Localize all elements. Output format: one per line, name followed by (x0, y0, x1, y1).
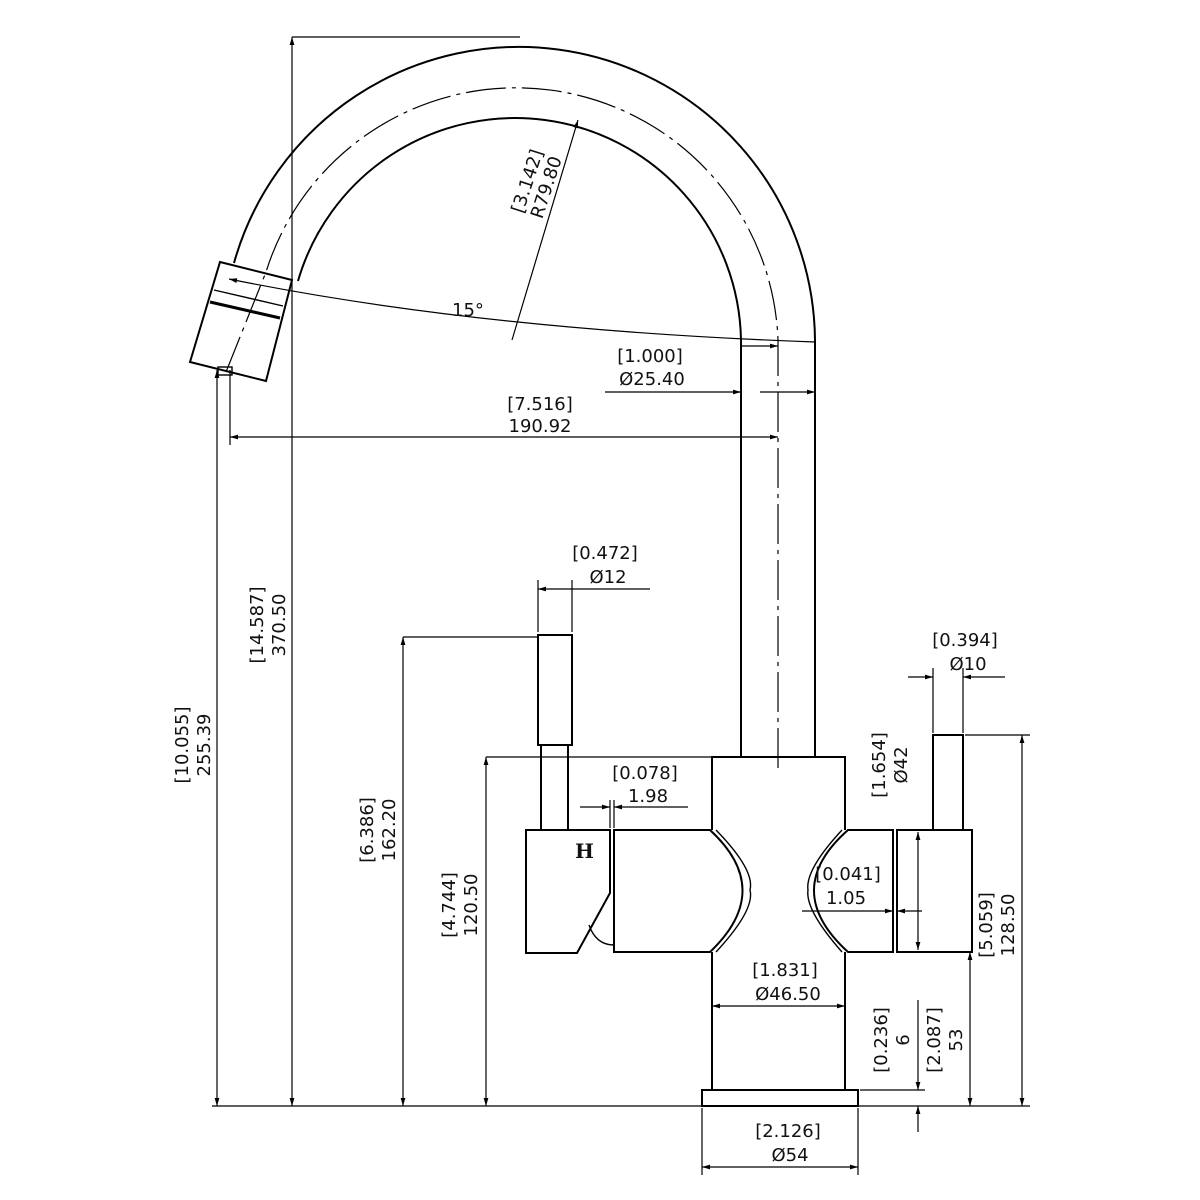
dim-spout-mm: Ø25.40 (619, 369, 685, 390)
angle-label: 15° (452, 300, 484, 321)
dim-column-dia-inch: [1.831] (752, 960, 818, 981)
body-top (711, 756, 846, 830)
dim-gap-mm: 1.98 (628, 786, 668, 807)
dim-reach-mm: 190.92 (509, 416, 572, 437)
dim-column-height-inch: [2.087] (924, 1007, 945, 1073)
dim-handle-height-mm: 162.20 (379, 799, 400, 862)
handle-fillet (588, 924, 615, 946)
dim-column-dia-mm: Ø46.50 (755, 984, 821, 1005)
dim-stem-dia-inch: [0.394] (932, 630, 998, 651)
dim-column-height-mm: 53 (946, 1029, 967, 1052)
dim-body-dia-mm: Ø42 (891, 746, 912, 783)
lever-handle: H (525, 634, 615, 954)
dim-outlet-inch: [10.055] (172, 706, 193, 783)
dim-body-dia-inch: [1.654] (869, 732, 890, 798)
dim-base-thick-inch: [0.236] (871, 1007, 892, 1073)
handle-block (525, 829, 611, 954)
handle-grip (537, 634, 573, 746)
dim-base-dia-inch: [2.126] (755, 1121, 821, 1142)
dim-outlet-mm: 255.39 (194, 714, 215, 777)
valve-body (613, 734, 973, 1107)
dim-right-height-mm: 128.50 (998, 894, 1019, 957)
dim-overall-mm: 370.50 (269, 594, 290, 657)
dim-body-height-mm: 120.50 (461, 874, 482, 937)
dim-base-dia-mm: Ø54 (771, 1145, 808, 1166)
nozzle-ring (209, 300, 281, 320)
dim-right-gap-mm: 1.05 (826, 888, 866, 909)
dim-handle-height-inch: [6.386] (357, 797, 378, 863)
handle-stem (540, 745, 569, 830)
dim-spout-inch: [1.000] (617, 346, 683, 367)
dim-handle-dia-inch: [0.472] (572, 543, 638, 564)
dim-right-height-inch: [5.059] (976, 892, 997, 958)
right-stem (932, 734, 964, 830)
handle-mark: H (575, 839, 594, 863)
spout-centerline (225, 87, 779, 768)
dim-right-gap-inch: [0.041] (815, 864, 881, 885)
dim-overall-inch: [14.587] (247, 586, 268, 663)
dim-body-height-inch: [4.744] (439, 872, 460, 938)
spout-inner-edge (297, 117, 742, 757)
column (711, 952, 846, 1090)
body-left (613, 829, 744, 953)
body-left-cut (715, 829, 752, 953)
radius-leader (511, 119, 579, 341)
spout-outer-edge (233, 45, 816, 757)
right-cap (896, 829, 973, 953)
base-plate (701, 1089, 859, 1107)
dim-gap-inch: [0.078] (612, 763, 678, 784)
body-right (813, 829, 894, 953)
dim-base-thick-mm: 6 (893, 1034, 914, 1045)
angle-arc (228, 278, 816, 343)
spout-nozzle (188, 260, 294, 383)
dim-handle-dia-mm: Ø12 (589, 567, 626, 588)
dim-reach-inch: [7.516] (507, 394, 573, 415)
dim-stem-dia-mm: Ø10 (949, 654, 986, 675)
spout (188, 45, 816, 768)
nozzle-ring (213, 289, 284, 307)
body-right-cut (807, 829, 843, 953)
